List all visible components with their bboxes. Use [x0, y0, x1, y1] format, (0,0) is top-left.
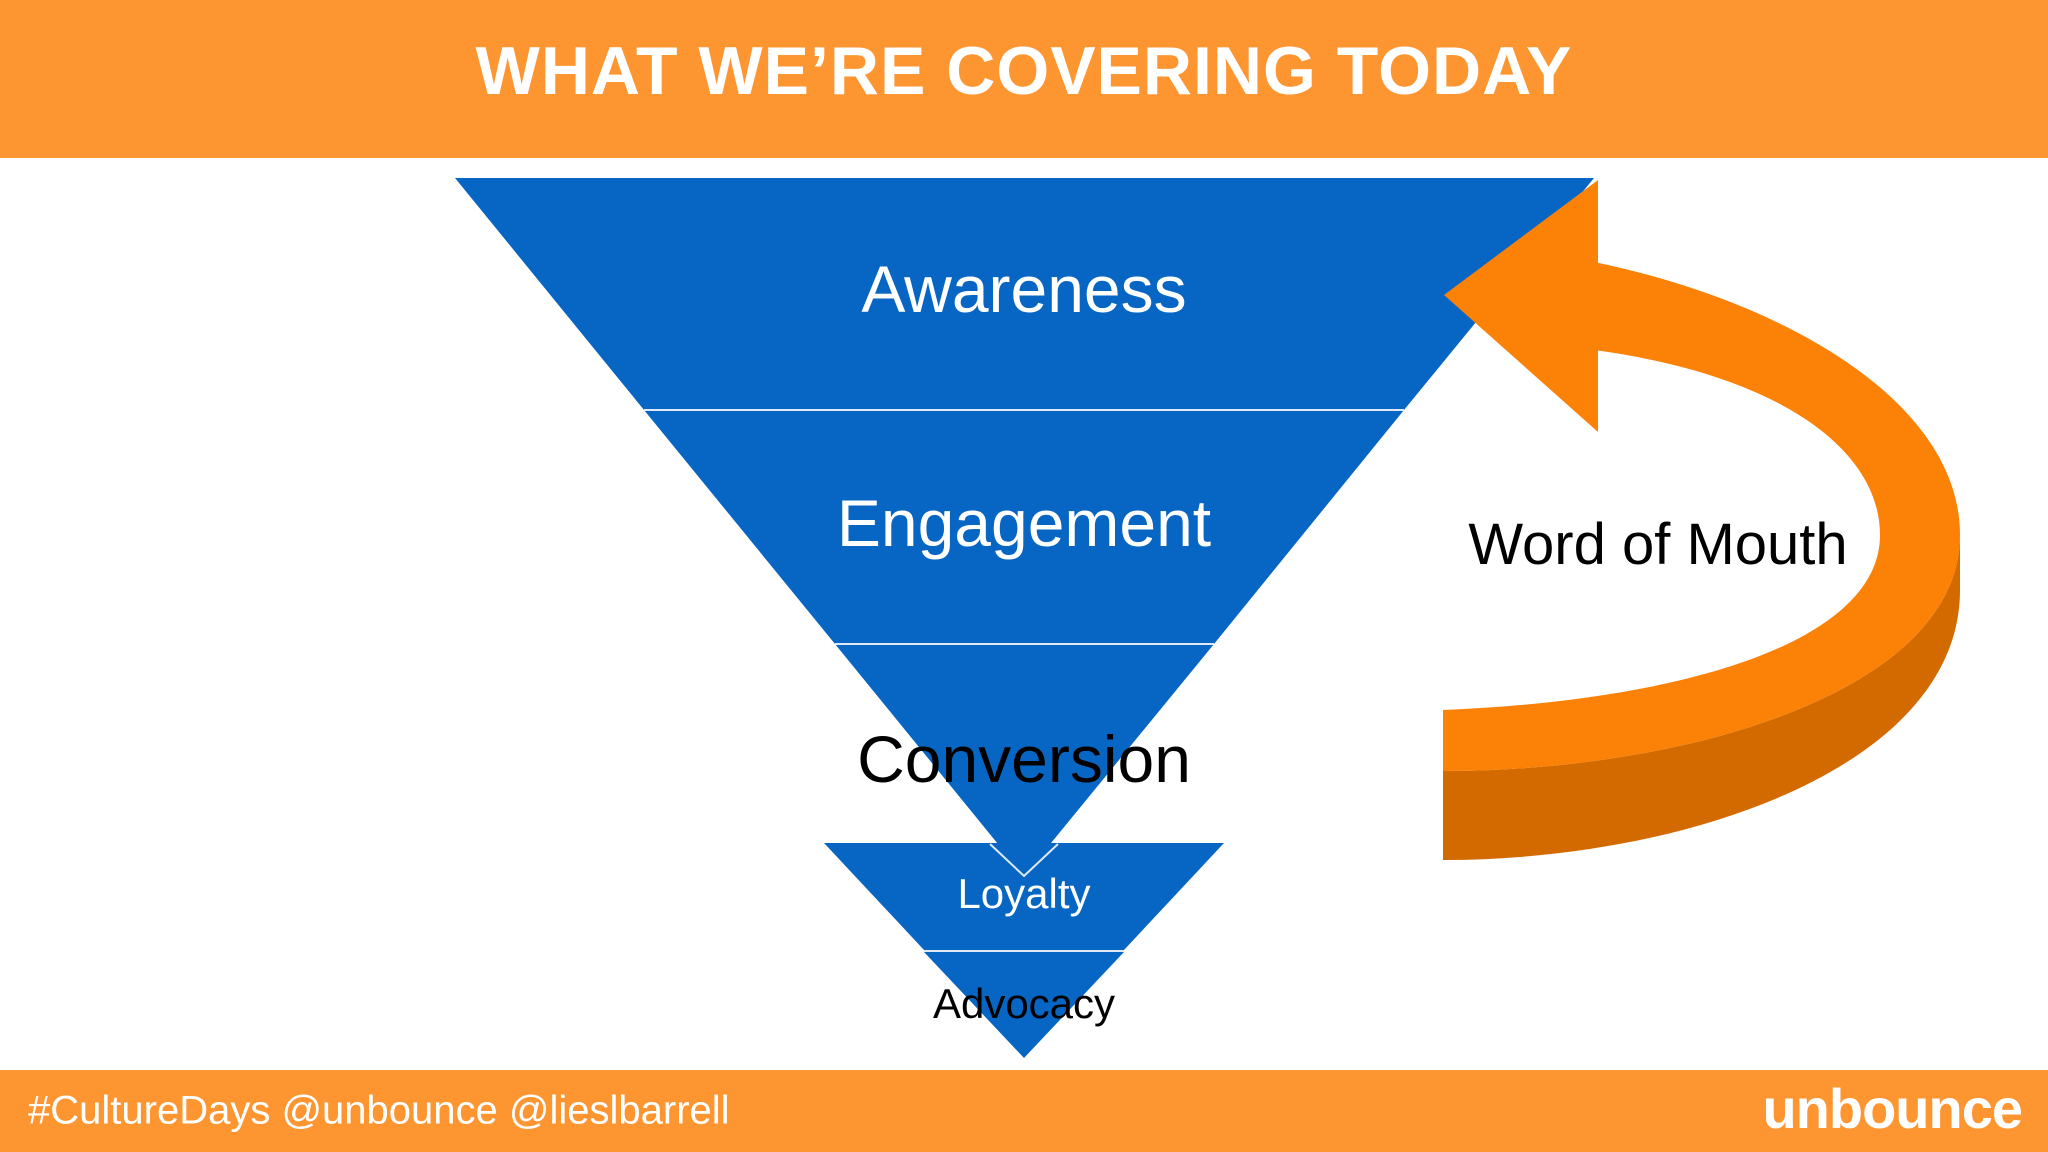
footer-bar: #CultureDays @unbounce @lieslbarrell unb…: [0, 1070, 2048, 1152]
funnel-band-conversion: [835, 644, 1214, 876]
funnel-band-loyalty: [824, 843, 1224, 950]
word-of-mouth-label: Word of Mouth: [1468, 512, 1847, 577]
funnel-band-awareness: [455, 178, 1594, 410]
funnel-label-awareness: Awareness: [861, 252, 1186, 326]
word-of-mouth-arrow-shadow: [1443, 535, 1960, 860]
funnel-label-conversion: Conversion: [857, 722, 1191, 796]
slide-title: WHAT WE’RE COVERING TODAY: [475, 33, 1573, 109]
conversion-tip-outline: [989, 843, 1059, 878]
funnel-label-engagement: Engagement: [837, 486, 1211, 560]
funnel-label-advocacy: Advocacy: [933, 980, 1115, 1027]
unbounce-logo: unbounce: [1762, 1076, 2023, 1140]
word-of-mouth-arrow-body: [1443, 262, 1960, 771]
funnel-band-engagement: [644, 410, 1404, 644]
funnel-band-advocacy: [924, 952, 1124, 1058]
word-of-mouth-arrow-head: [1444, 180, 1598, 432]
header-bar: WHAT WE’RE COVERING TODAY: [0, 0, 2048, 158]
funnel-label-loyalty: Loyalty: [957, 870, 1090, 917]
footer-hashtags: #CultureDays @unbounce @lieslbarrell: [28, 1088, 730, 1133]
